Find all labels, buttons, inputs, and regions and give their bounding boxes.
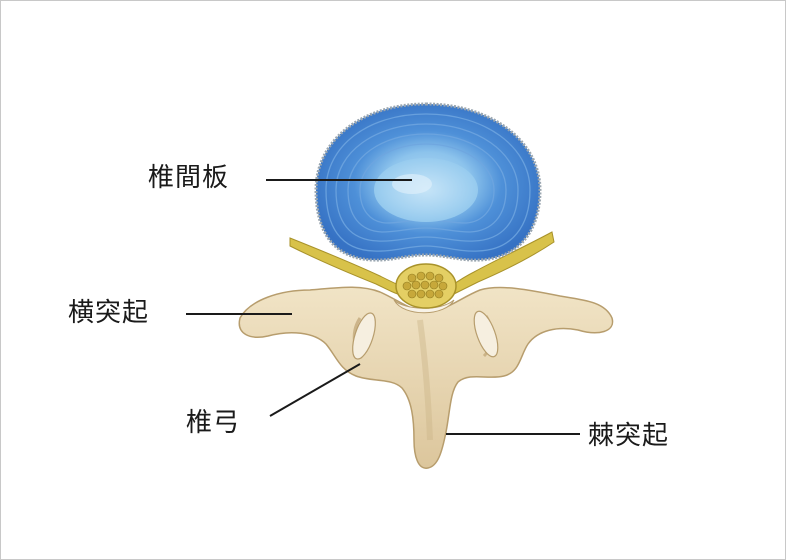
label-intervertebral-disc: 椎間板 (148, 163, 230, 193)
intervertebral-disc (314, 102, 542, 262)
vertebral-bone (238, 286, 614, 469)
label-spinous-process: 棘突起 (588, 421, 670, 451)
label-vertebral-arch: 椎弓 (186, 408, 241, 438)
spinal-cord (395, 263, 457, 309)
leader-lines (186, 179, 580, 435)
label-transverse-process: 横突起 (68, 298, 150, 328)
leader-line-lamina (269, 363, 361, 417)
